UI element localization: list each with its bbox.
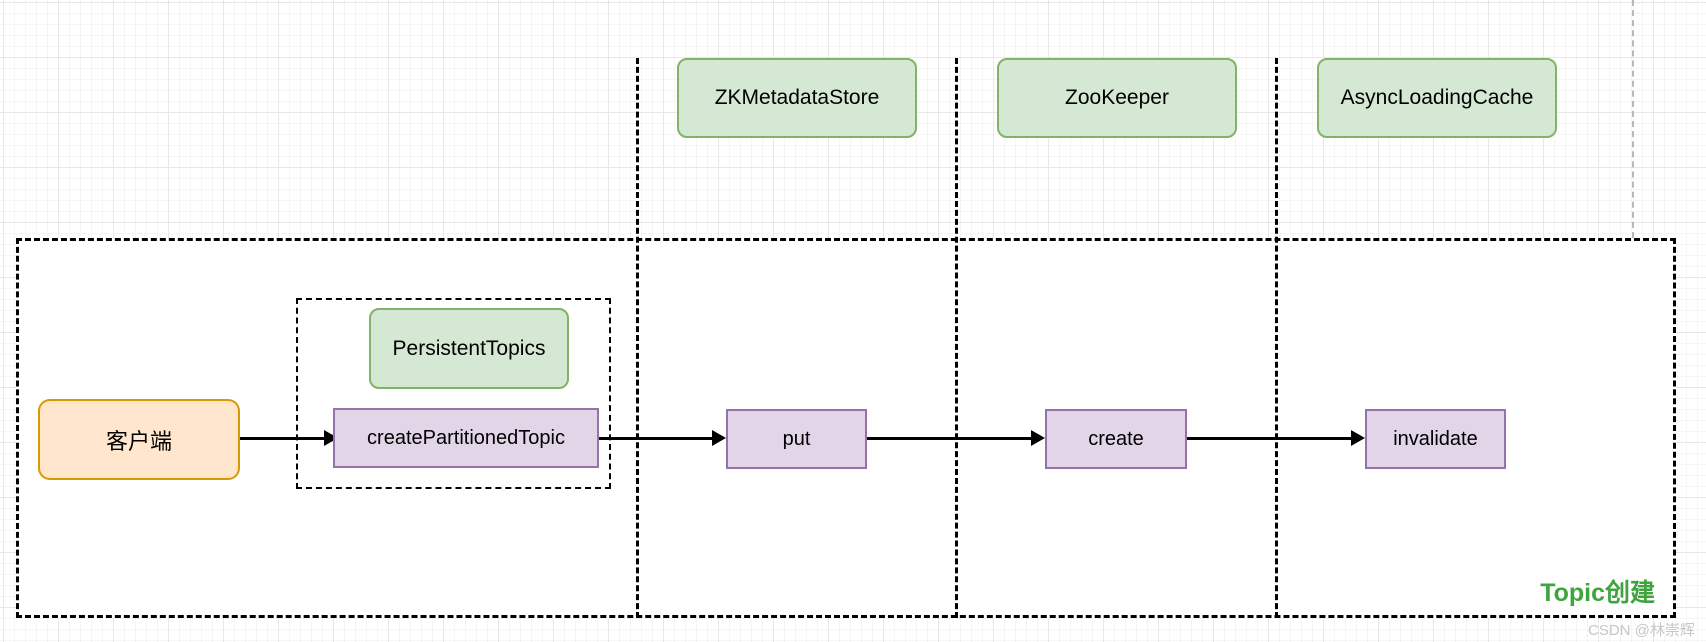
arrow-client-to-create-partitioned-topic <box>240 430 338 446</box>
node-create: create <box>1045 409 1187 469</box>
node-label: PersistentTopics <box>392 336 546 360</box>
arrow-put-to-create <box>867 430 1045 446</box>
lane-header-label: ZooKeeper <box>1065 86 1169 109</box>
arrowhead-icon <box>1351 430 1365 446</box>
diagram-caption: Topic创建 <box>1540 579 1655 607</box>
lane-header-zk-metadata-store: ZKMetadataStore <box>677 58 917 138</box>
node-invalidate: invalidate <box>1365 409 1506 469</box>
node-create-partitioned-topic: createPartitionedTopic <box>333 408 599 468</box>
lane-header-zookeeper: ZooKeeper <box>997 58 1237 138</box>
node-label: create <box>1088 427 1144 450</box>
node-label: invalidate <box>1393 427 1478 450</box>
faint-dashed-line <box>1632 0 1634 238</box>
arrow-create-to-invalidate <box>1187 430 1365 446</box>
lane-separator-2 <box>955 58 958 618</box>
arrow-shaft <box>1187 436 1354 440</box>
lane-separator-3 <box>1275 58 1278 618</box>
arrow-shaft <box>599 436 715 440</box>
node-label: 客户端 <box>105 428 172 454</box>
persistent-topics-group-frame <box>296 298 611 489</box>
lane-header-async-loading-cache: AsyncLoadingCache <box>1317 58 1557 138</box>
arrow-shaft <box>867 436 1034 440</box>
watermark: CSDN @林崇辉 <box>1588 622 1695 639</box>
arrow-create-partitioned-topic-to-put <box>599 430 726 446</box>
lane-header-label: ZKMetadataStore <box>714 86 880 109</box>
node-put: put <box>726 409 867 469</box>
node-persistent-topics: PersistentTopics <box>369 308 569 389</box>
lane-separator-1 <box>636 58 639 618</box>
node-label: createPartitionedTopic <box>367 426 565 449</box>
node-client: 客户端 <box>38 399 240 480</box>
arrow-shaft <box>240 436 327 440</box>
arrowhead-icon <box>712 430 726 446</box>
arrowhead-icon <box>1031 430 1045 446</box>
node-label: put <box>782 427 811 450</box>
lane-header-label: AsyncLoadingCache <box>1340 86 1534 109</box>
